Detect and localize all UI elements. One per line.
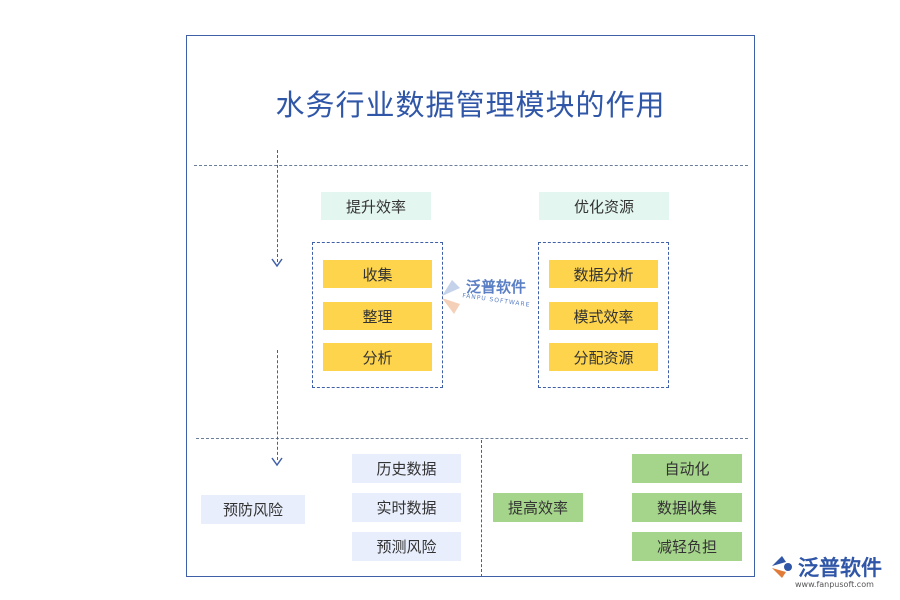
item-predict-risk: 预测风险 <box>352 532 461 561</box>
watermark-logo-icon <box>442 280 460 314</box>
header-optimize-resources: 优化资源 <box>539 192 669 220</box>
watermark-text: 泛普软件 <box>466 278 527 296</box>
item-historical-data: 历史数据 <box>352 454 461 483</box>
item-reduce-burden: 减轻负担 <box>632 532 742 561</box>
brand-logo-text: 泛普软件 <box>798 556 882 580</box>
bottom-divider <box>481 440 482 577</box>
item-analyze: 分析 <box>323 343 432 371</box>
header-improve-efficiency: 提升效率 <box>321 192 431 220</box>
down-arrow-icon <box>271 258 283 268</box>
group-improve-efficiency <box>312 242 443 388</box>
item-data-collection: 数据收集 <box>632 493 742 522</box>
diagram-title: 水务行业数据管理模块的作用 <box>275 88 666 122</box>
root-raise-efficiency: 提高效率 <box>493 493 583 522</box>
root-prevent-risk: 预防风险 <box>201 495 305 524</box>
top-divider <box>194 165 748 166</box>
diagram-frame <box>186 35 755 577</box>
item-realtime-data: 实时数据 <box>352 493 461 522</box>
item-collect: 收集 <box>323 260 432 288</box>
middle-divider <box>196 438 748 439</box>
down-arrow-icon <box>271 457 283 467</box>
item-mode-efficiency: 模式效率 <box>549 302 658 330</box>
item-automation: 自动化 <box>632 454 742 483</box>
item-organize: 整理 <box>323 302 432 330</box>
item-allocate-resources: 分配资源 <box>549 343 658 371</box>
item-data-analysis: 数据分析 <box>549 260 658 288</box>
brand-logo-icon <box>772 556 792 578</box>
flow-line-lower <box>277 350 278 460</box>
group-optimize-resources <box>538 242 669 388</box>
brand-logo-url: www.fanpusoft.com <box>795 580 874 589</box>
flow-line-upper <box>277 150 278 262</box>
